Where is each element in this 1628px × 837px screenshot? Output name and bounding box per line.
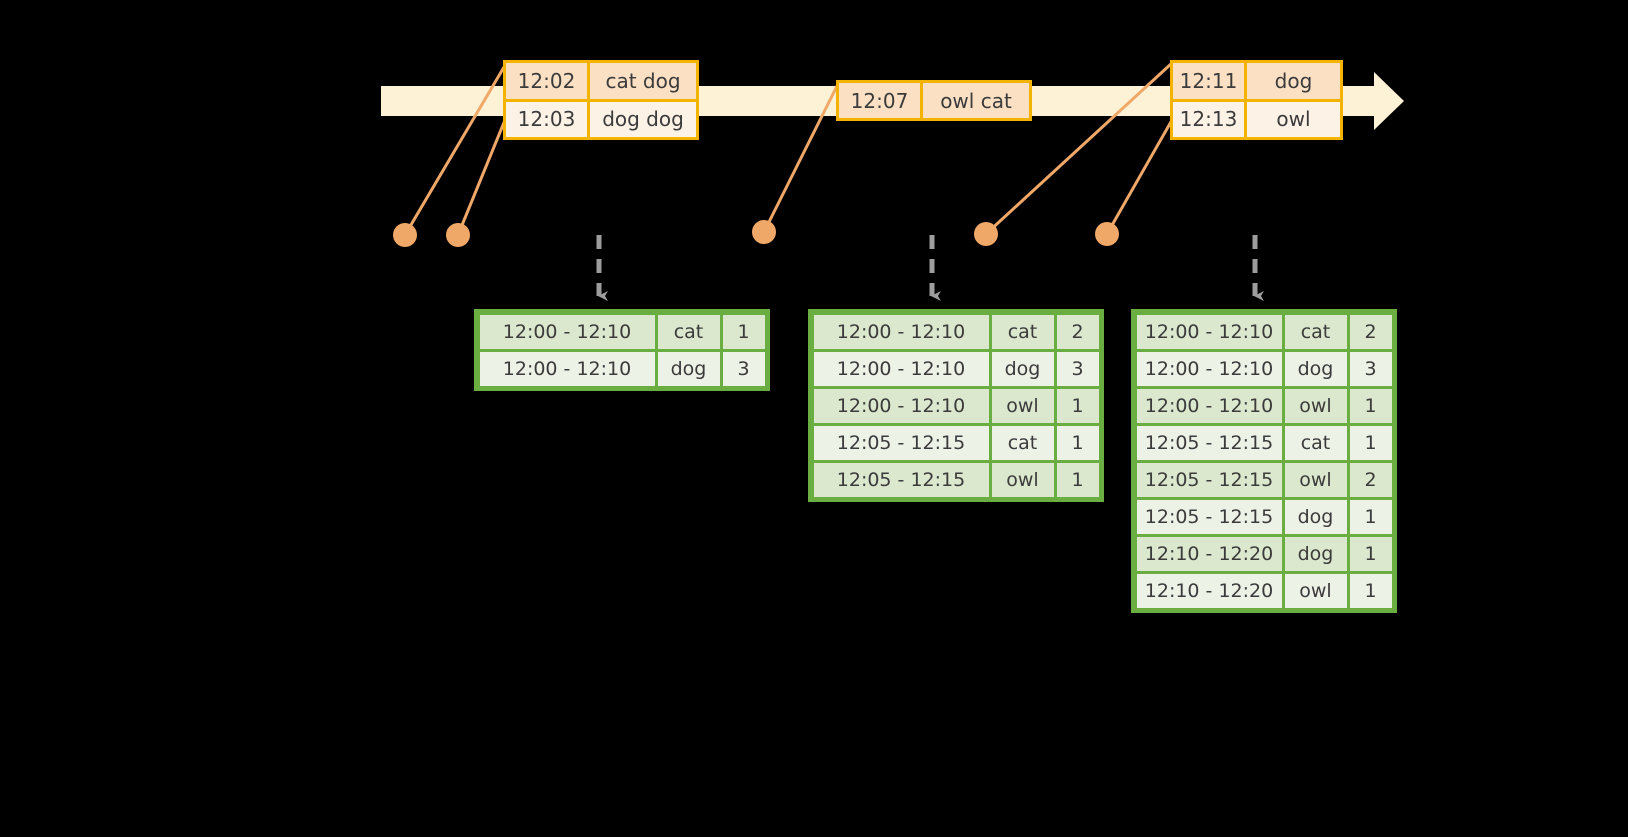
event-time: 12:07 (839, 83, 923, 118)
marker-4 (974, 222, 998, 246)
key-cell: owl (1284, 388, 1347, 423)
table-row: 12:10 - 12:20 owl 1 (1135, 572, 1393, 609)
window-cell: 12:00 - 12:10 (1136, 388, 1282, 423)
event-row: 12:03 dog dog (506, 98, 696, 137)
key-cell: dog (1284, 536, 1347, 571)
result-table-2[interactable]: 12:00 - 12:10 cat 2 12:00 - 12:10 dog 3 … (808, 309, 1104, 502)
key-cell: cat (657, 314, 720, 349)
marker-5 (1095, 222, 1119, 246)
connector-4 (984, 61, 1174, 236)
table-row: 12:00 - 12:10 owl 1 (812, 387, 1100, 424)
key-cell: cat (1284, 425, 1347, 460)
dashed-arrows (596, 235, 1264, 301)
count-cell: 1 (1349, 388, 1392, 423)
connector-1 (403, 61, 509, 236)
event-time: 12:13 (1173, 101, 1247, 137)
marker-3 (752, 220, 776, 244)
key-cell: dog (657, 351, 720, 386)
window-cell: 12:00 - 12:10 (813, 388, 989, 423)
key-cell: cat (1284, 314, 1347, 349)
event-time: 12:11 (1173, 63, 1247, 99)
window-cell: 12:05 - 12:15 (1136, 462, 1282, 497)
key-cell: owl (991, 462, 1054, 497)
count-cell: 3 (1349, 351, 1392, 386)
event-markers (393, 220, 1119, 247)
event-row: 12:07 owl cat (839, 83, 1029, 118)
window-cell: 12:05 - 12:15 (813, 462, 989, 497)
result-table-1[interactable]: 12:00 - 12:10 cat 1 12:00 - 12:10 dog 3 (474, 309, 770, 391)
table-row: 12:00 - 12:10 cat 2 (812, 313, 1100, 350)
window-cell: 12:05 - 12:15 (1136, 499, 1282, 534)
table-row: 12:00 - 12:10 dog 3 (478, 350, 766, 387)
window-cell: 12:00 - 12:10 (479, 314, 655, 349)
count-cell: 1 (1056, 462, 1099, 497)
event-row: 12:13 owl (1173, 98, 1340, 137)
count-cell: 3 (1056, 351, 1099, 386)
window-cell: 12:00 - 12:10 (1136, 314, 1282, 349)
window-cell: 12:05 - 12:15 (1136, 425, 1282, 460)
marker-2 (446, 223, 470, 247)
event-words: dog (1247, 63, 1340, 99)
key-cell: cat (991, 425, 1054, 460)
count-cell: 2 (1349, 462, 1392, 497)
event-words: owl (1247, 101, 1340, 137)
event-box-1[interactable]: 12:02 cat dog 12:03 dog dog (503, 60, 699, 140)
count-cell: 1 (1349, 499, 1392, 534)
table-row: 12:00 - 12:10 dog 3 (812, 350, 1100, 387)
connector-5 (1105, 119, 1174, 235)
timeline-arrow-head (1374, 72, 1404, 130)
window-cell: 12:00 - 12:10 (1136, 351, 1282, 386)
marker-1 (393, 223, 417, 247)
event-words: dog dog (590, 101, 696, 137)
event-box-2[interactable]: 12:07 owl cat (836, 80, 1032, 121)
table-row: 12:00 - 12:10 owl 1 (1135, 387, 1393, 424)
window-cell: 12:10 - 12:20 (1136, 573, 1282, 608)
event-row: 12:11 dog (1173, 63, 1340, 99)
connector-3 (762, 83, 840, 233)
table-row: 12:00 - 12:10 cat 1 (478, 313, 766, 350)
table-row: 12:05 - 12:15 cat 1 (812, 424, 1100, 461)
event-words: cat dog (590, 63, 696, 99)
table-row: 12:05 - 12:15 owl 2 (1135, 461, 1393, 498)
event-box-3[interactable]: 12:11 dog 12:13 owl (1170, 60, 1343, 140)
result-table-3[interactable]: 12:00 - 12:10 cat 2 12:00 - 12:10 dog 3 … (1131, 309, 1397, 613)
timeline-arrow-tail (1340, 86, 1374, 116)
count-cell: 3 (722, 351, 765, 386)
table-row: 12:05 - 12:15 dog 1 (1135, 498, 1393, 535)
event-time: 12:02 (506, 63, 590, 99)
key-cell: owl (1284, 573, 1347, 608)
key-cell: cat (991, 314, 1054, 349)
window-cell: 12:10 - 12:20 (1136, 536, 1282, 571)
key-cell: dog (1284, 351, 1347, 386)
count-cell: 1 (1349, 536, 1392, 571)
key-cell: dog (991, 351, 1054, 386)
key-cell: owl (1284, 462, 1347, 497)
connector-lines (403, 61, 1174, 236)
count-cell: 1 (1349, 425, 1392, 460)
count-cell: 1 (1056, 388, 1099, 423)
table-row: 12:00 - 12:10 dog 3 (1135, 350, 1393, 387)
event-time: 12:03 (506, 101, 590, 137)
connector-2 (456, 119, 507, 236)
table-row: 12:10 - 12:20 dog 1 (1135, 535, 1393, 572)
key-cell: owl (991, 388, 1054, 423)
event-row: 12:02 cat dog (506, 63, 696, 99)
table-row: 12:00 - 12:10 cat 2 (1135, 313, 1393, 350)
count-cell: 1 (1349, 573, 1392, 608)
window-cell: 12:00 - 12:10 (813, 351, 989, 386)
window-cell: 12:05 - 12:15 (813, 425, 989, 460)
table-row: 12:05 - 12:15 owl 1 (812, 461, 1100, 498)
count-cell: 1 (722, 314, 765, 349)
count-cell: 2 (1056, 314, 1099, 349)
window-cell: 12:00 - 12:10 (813, 314, 989, 349)
event-words: owl cat (923, 83, 1029, 118)
table-row: 12:05 - 12:15 cat 1 (1135, 424, 1393, 461)
key-cell: dog (1284, 499, 1347, 534)
count-cell: 1 (1056, 425, 1099, 460)
count-cell: 2 (1349, 314, 1392, 349)
window-cell: 12:00 - 12:10 (479, 351, 655, 386)
